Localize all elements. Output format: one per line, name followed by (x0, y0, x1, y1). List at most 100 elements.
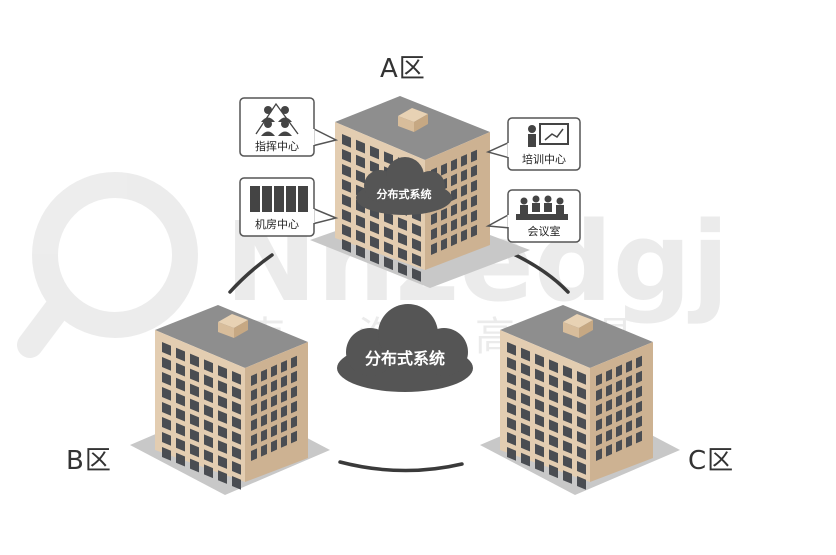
building-window (162, 372, 171, 386)
building-window (563, 410, 572, 424)
callout-command-center-label: 指挥中心 (255, 139, 299, 153)
building-window (271, 394, 277, 408)
building-window (606, 413, 612, 427)
building-window (398, 247, 407, 261)
building-c-windows-front (507, 342, 586, 490)
callout-meeting-room: 会议室 (485, 189, 581, 243)
building-window (370, 145, 379, 160)
building-window (563, 380, 572, 394)
building-b-roof-box (218, 314, 248, 328)
building-window (412, 268, 421, 282)
building-window (549, 419, 558, 434)
building-window (441, 237, 447, 251)
building-window (261, 398, 267, 412)
cloud-center-label: 分布式系统 (365, 349, 445, 368)
building-window (596, 418, 602, 431)
building-a-roof-box (398, 108, 428, 122)
building-window (398, 262, 407, 276)
building-window (507, 432, 516, 446)
building-window (596, 403, 602, 416)
building-window (451, 233, 457, 247)
building-window (535, 428, 544, 443)
building-window (342, 134, 351, 148)
building-window (606, 368, 612, 382)
building-window (204, 389, 213, 404)
building-window (521, 392, 530, 407)
cloud-center: 分布式系统 (337, 304, 473, 392)
building-window (507, 342, 516, 356)
building-window (342, 209, 351, 223)
ring-arc-bottom (338, 460, 464, 473)
building-window (549, 359, 558, 374)
zone-label-c: C区 (688, 446, 735, 476)
building-window (606, 428, 612, 442)
building-window (398, 217, 407, 231)
building-window (162, 357, 171, 371)
building-window (190, 368, 199, 383)
building-window (577, 476, 586, 490)
building-window (232, 461, 241, 475)
building-window (441, 162, 447, 176)
building-window (577, 446, 586, 460)
building-window (596, 388, 602, 401)
building-window (291, 355, 297, 369)
building-window (535, 443, 544, 458)
building-window (176, 407, 185, 422)
building-window (606, 383, 612, 397)
building-window (471, 149, 477, 163)
building-window (636, 415, 642, 429)
building-window (291, 415, 297, 429)
building-window (507, 402, 516, 416)
building-window (162, 342, 171, 356)
building-window (535, 353, 544, 368)
building-window (204, 464, 213, 479)
meeting-icon (516, 195, 568, 220)
building-window (471, 194, 477, 208)
building-window (636, 385, 642, 399)
building-window (596, 448, 602, 461)
building-window (162, 432, 171, 446)
building-window (342, 194, 351, 208)
people-icon (255, 102, 299, 136)
building-window (626, 390, 632, 403)
building-window (204, 434, 213, 449)
building-window (232, 476, 241, 490)
building-window (521, 377, 530, 392)
building-window (261, 443, 267, 457)
building-window (291, 430, 297, 444)
building-window (549, 434, 558, 449)
building-window (271, 409, 277, 423)
building-window (370, 235, 379, 250)
building-window (507, 372, 516, 386)
building-window (549, 374, 558, 389)
building-window (271, 364, 277, 378)
building-c-windows-side (596, 355, 642, 461)
building-window (461, 184, 467, 197)
cloud-top-icon (356, 157, 452, 215)
building-window (176, 392, 185, 407)
building-window (461, 229, 467, 242)
building-window (291, 370, 297, 384)
building-b-windows-side (251, 355, 297, 461)
callout-command-center: 指挥中心 (239, 97, 339, 157)
building-window (471, 179, 477, 193)
building-window (563, 455, 572, 469)
building-window (261, 368, 267, 382)
cloud-top: 分布式系统 (356, 157, 452, 215)
building-window (384, 241, 393, 256)
building-window (232, 446, 241, 460)
building-window (521, 452, 530, 467)
building-window (636, 355, 642, 369)
building-window (471, 209, 477, 223)
building-window (384, 256, 393, 271)
building-window (251, 448, 257, 461)
building-window (461, 154, 467, 167)
building-window (507, 387, 516, 401)
building-window (549, 389, 558, 404)
building-window (577, 431, 586, 445)
building-window (176, 347, 185, 362)
building-window (342, 164, 351, 178)
building-window (577, 416, 586, 430)
building-window (384, 151, 393, 166)
